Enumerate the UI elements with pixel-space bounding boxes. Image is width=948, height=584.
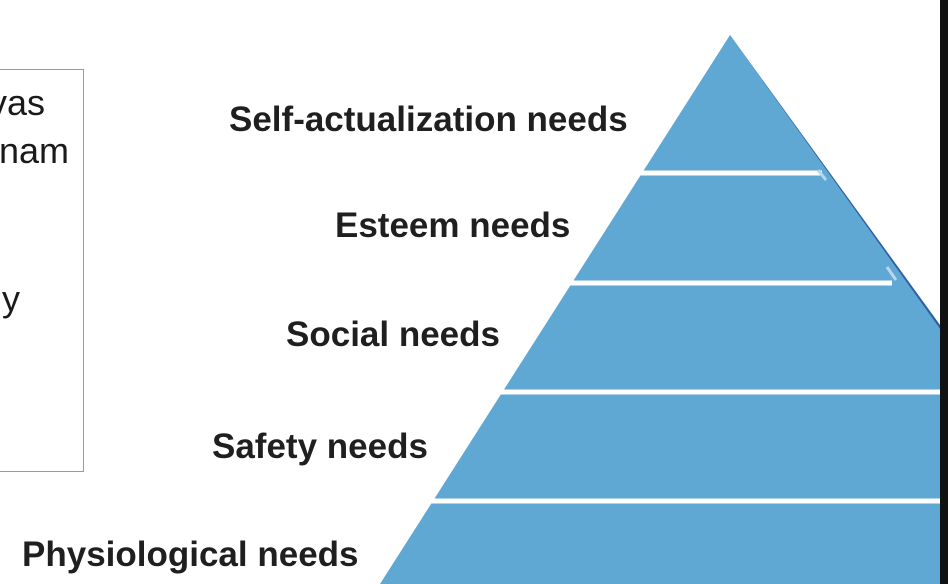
level-label-esteem: Esteem needs: [335, 206, 571, 245]
level-label-self-actualization: Self-actualization needs: [229, 100, 628, 139]
level-label-social: Social needs: [286, 315, 500, 354]
side-text-fragment-1: vas: [0, 82, 45, 123]
side-text-fragment-3: y: [2, 278, 20, 319]
side-text-fragment-2: nam: [0, 130, 69, 171]
level-label-physiological: Physiological needs: [22, 535, 359, 574]
level-label-safety: Safety needs: [212, 427, 428, 466]
window-right-edge: [940, 0, 948, 584]
side-highlight-2: [885, 266, 898, 281]
side-text-box: [0, 69, 84, 472]
side-highlight-1: [816, 169, 828, 181]
